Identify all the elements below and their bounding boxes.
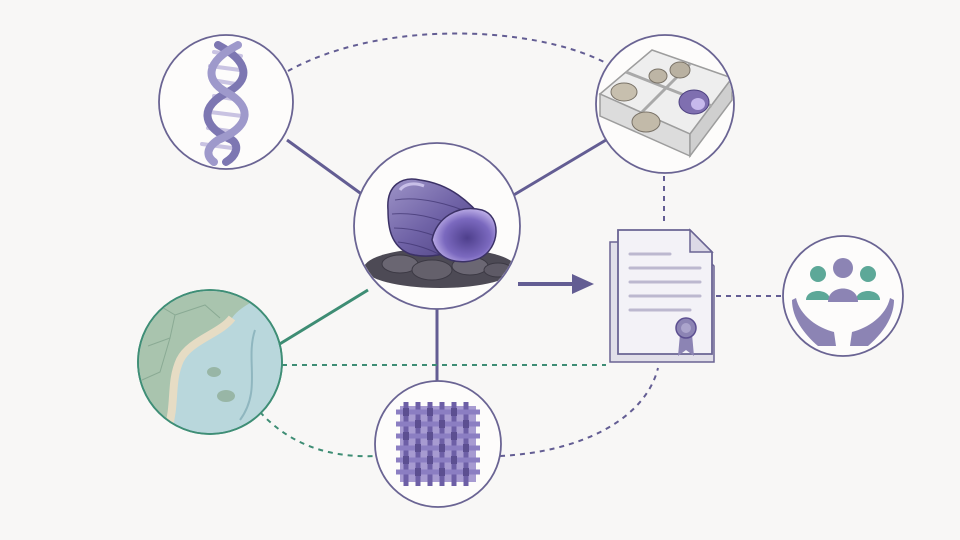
link-snail-coast: [277, 288, 369, 347]
link-coast-textile: [259, 411, 377, 458]
node-textile[interactable]: [374, 380, 502, 508]
node-coast[interactable]: [130, 289, 283, 440]
node-snail[interactable]: [353, 142, 521, 310]
node-document[interactable]: [609, 228, 715, 363]
node-dna[interactable]: [158, 34, 294, 170]
sea-snail-shell-icon: [364, 178, 516, 288]
link-snail-specimens: [511, 138, 607, 198]
link-dna-specimens: [287, 32, 605, 72]
links: [259, 32, 784, 458]
certificate-document-icon: [609, 228, 715, 363]
link-snail-document-arrow: [518, 274, 594, 294]
community-hands-icon: [792, 258, 894, 346]
specimen-tray-icon: [598, 49, 733, 159]
woven-textile-icon: [396, 402, 480, 486]
node-community[interactable]: [782, 235, 904, 357]
dna-double-helix-icon: [200, 41, 249, 166]
link-textile-document: [499, 367, 659, 457]
coastline-map-icon: [139, 291, 270, 433]
link-snail-dna: [286, 138, 368, 200]
node-specimens[interactable]: [595, 34, 735, 174]
